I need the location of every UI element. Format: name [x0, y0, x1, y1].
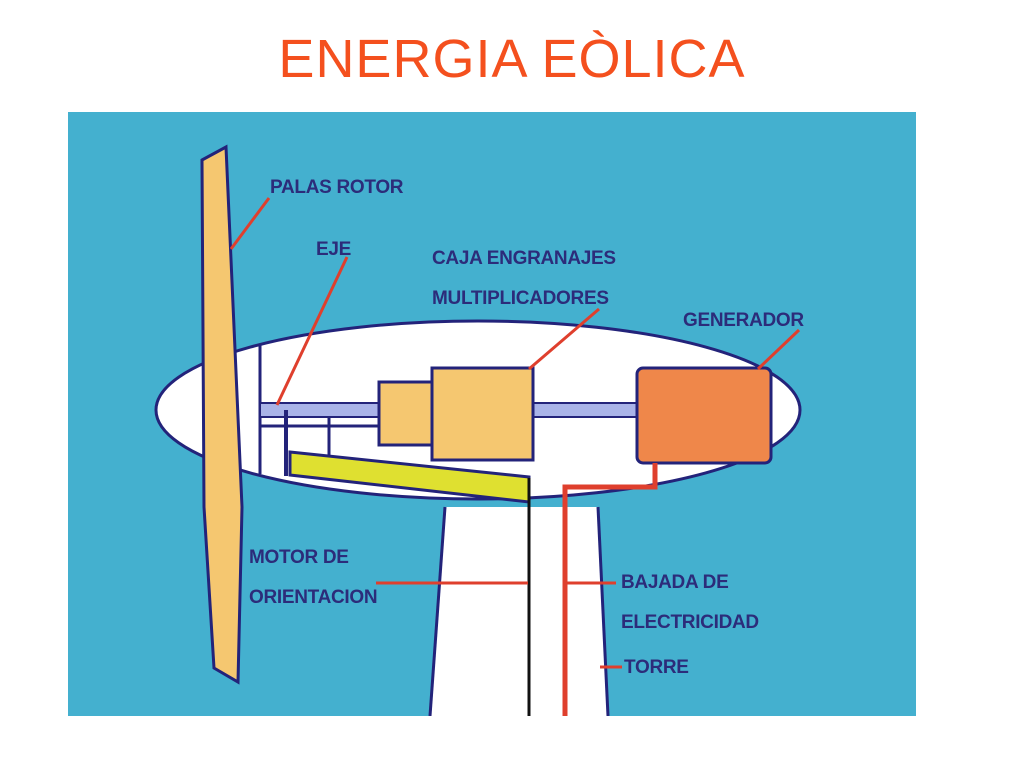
- tower-left-edge: [428, 506, 447, 716]
- label-bajada-line2: ELECTRICIDAD: [621, 612, 759, 633]
- label-torre: TORRE: [624, 657, 689, 678]
- label-caja-line1: CAJA ENGRANAJES: [432, 248, 616, 269]
- page-title: ENERGIA EÒLICA: [278, 29, 746, 89]
- gearbox-input: [377, 380, 435, 447]
- leader-caja: [528, 307, 600, 371]
- generator: [635, 366, 773, 465]
- tower: [430, 507, 608, 716]
- leader-palas: [229, 197, 271, 250]
- label-palas-rotor: PALAS ROTOR: [270, 177, 404, 198]
- electricity-cable: [562, 463, 658, 716]
- label-motor-line1: MOTOR DE: [249, 547, 349, 568]
- leader-eje: [275, 256, 349, 406]
- gearbox: [430, 366, 535, 462]
- label-caja-line2: MULTIPLICADORES: [432, 288, 609, 309]
- tower-right-edge: [596, 506, 610, 716]
- rotor-blade: [200, 144, 244, 685]
- label-eje: EJE: [316, 239, 351, 260]
- label-bajada-line1: BAJADA DE: [621, 572, 728, 593]
- label-motor-line2: ORIENTACION: [249, 587, 377, 608]
- wind-turbine-diagram: PALAS ROTOR EJE CAJA ENGRANAJES MULTIPLI…: [68, 112, 916, 716]
- label-generador: GENERADOR: [683, 310, 804, 331]
- leader-generador: [756, 328, 801, 371]
